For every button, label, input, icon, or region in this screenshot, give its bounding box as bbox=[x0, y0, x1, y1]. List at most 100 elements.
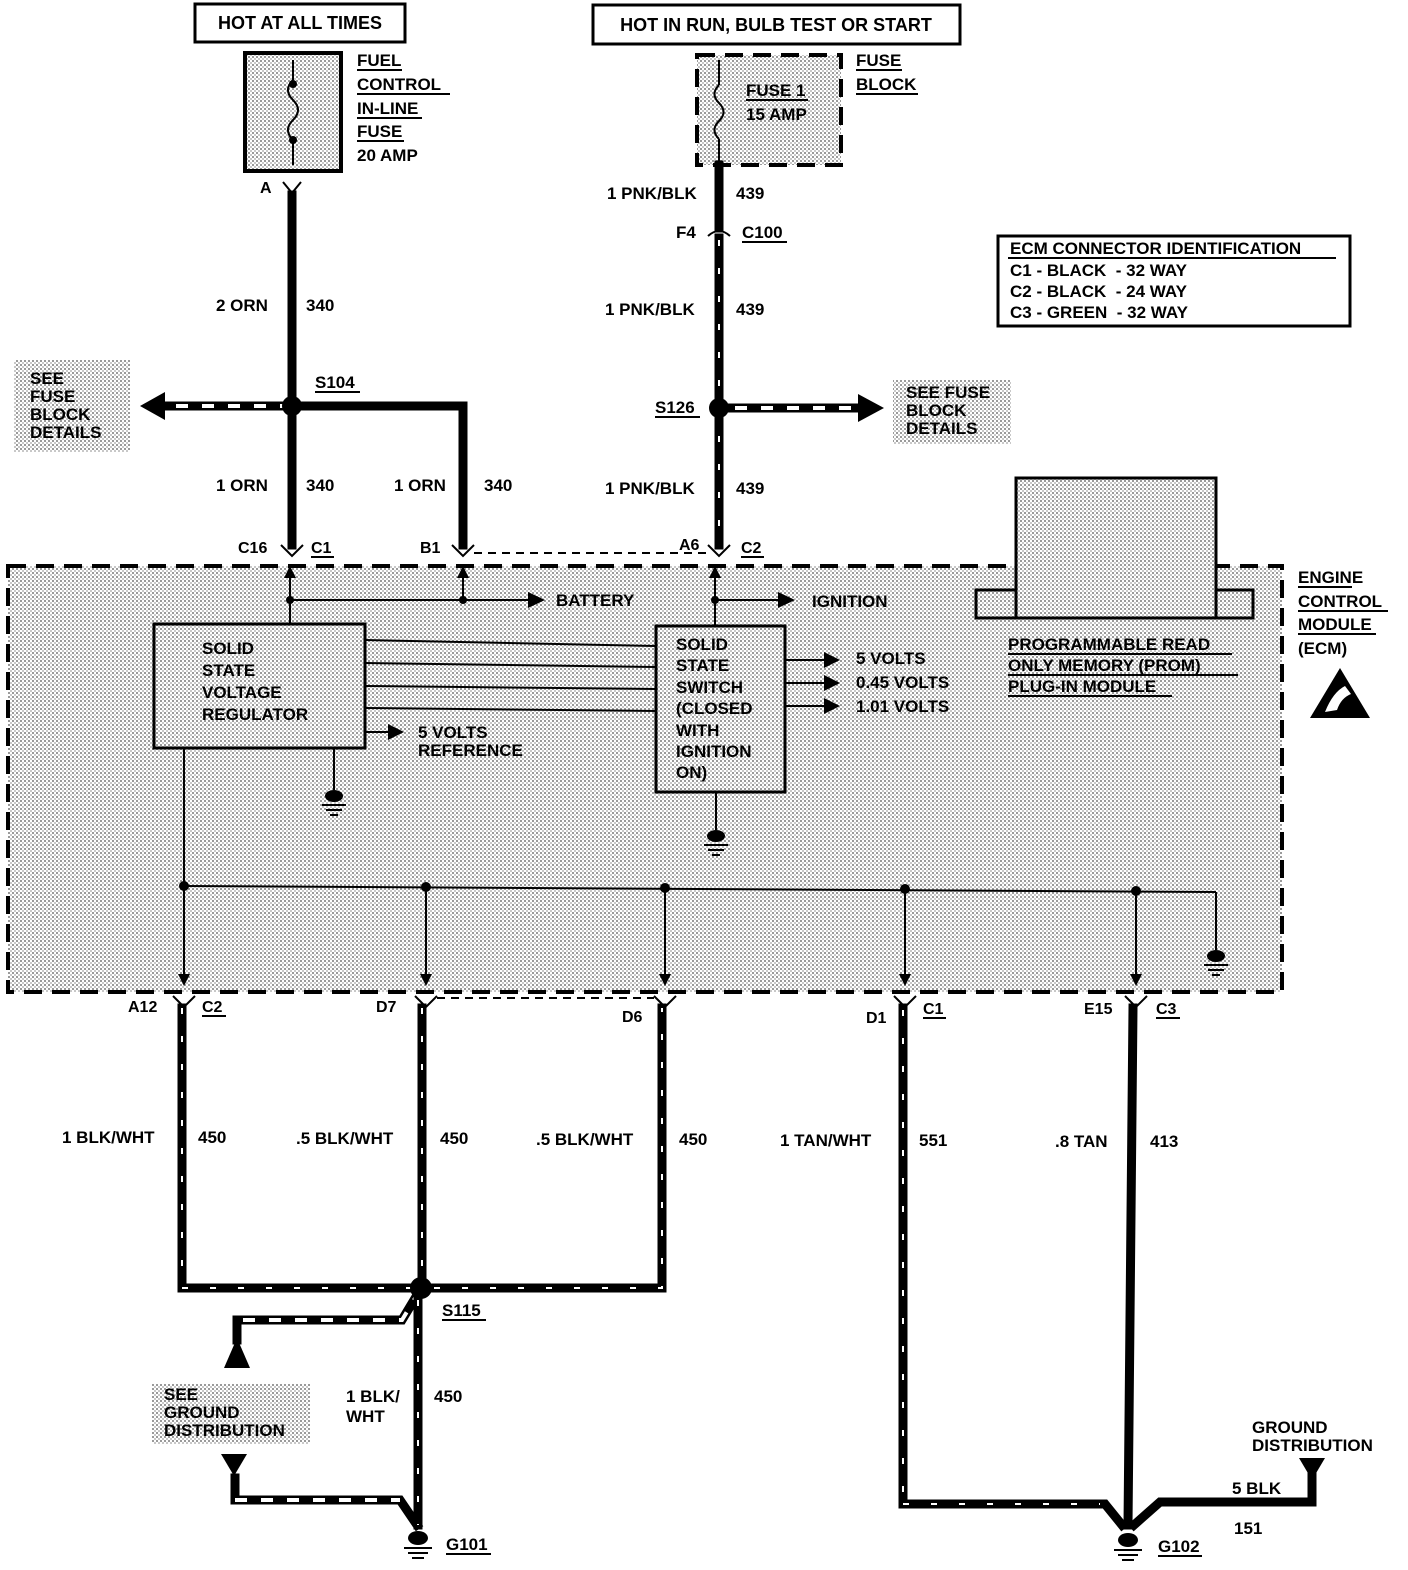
svg-text:STATE: STATE bbox=[202, 661, 255, 680]
wire-a12-circuit: 450 bbox=[198, 1128, 226, 1147]
solid-state-switch-label: SOLID STATE SWITCH (CLOSED WITH IGNITION… bbox=[676, 635, 753, 782]
see-ground-distribution-box bbox=[152, 1384, 310, 1444]
svg-text:BLOCK: BLOCK bbox=[906, 401, 967, 420]
pin-c2-top: C2 bbox=[741, 540, 762, 557]
connector-c100-pin: F4 bbox=[676, 223, 696, 242]
pin-e15: E15 bbox=[1084, 1001, 1113, 1018]
wire-pnk-1-circuit: 439 bbox=[736, 184, 764, 203]
battery-label: BATTERY bbox=[556, 591, 635, 610]
svg-text:FUSE: FUSE bbox=[357, 122, 402, 141]
svg-text:DISTRIBUTION: DISTRIBUTION bbox=[164, 1421, 285, 1440]
ref-5v-arrow-icon bbox=[388, 724, 404, 740]
wire-e15-size: .8 TAN bbox=[1055, 1132, 1108, 1151]
fuse-1-rating: 15 AMP bbox=[746, 105, 807, 124]
voltage-regulator-label: SOLID STATE VOLTAGE REGULATOR bbox=[202, 639, 308, 724]
wire-orn-b-size: 1 ORN bbox=[394, 476, 446, 495]
pin-c3: C3 bbox=[1156, 1001, 1177, 1018]
svg-text:PROGRAMMABLE READ: PROGRAMMABLE READ bbox=[1008, 635, 1210, 654]
ground-g101-label: G101 bbox=[446, 1535, 488, 1554]
wire-pnk-2-circuit: 439 bbox=[736, 300, 764, 319]
battery-arrow-icon bbox=[528, 592, 545, 608]
svg-text:20 AMP: 20 AMP bbox=[357, 146, 418, 165]
svg-text:FUEL: FUEL bbox=[357, 51, 401, 70]
arrow-left-icon bbox=[140, 392, 165, 420]
svg-text:SWITCH: SWITCH bbox=[676, 678, 743, 697]
ecm-connector-row-c2: C2 - BLACK - 24 WAY bbox=[1010, 282, 1188, 301]
pin-a6: A6 bbox=[679, 537, 700, 554]
svg-text:WITH: WITH bbox=[676, 721, 719, 740]
splice-s104-label: S104 bbox=[315, 373, 355, 392]
svg-text:SEE FUSE: SEE FUSE bbox=[906, 383, 990, 402]
splice-s126-dot bbox=[709, 398, 729, 418]
svg-text:(ECM): (ECM) bbox=[1298, 639, 1347, 658]
output-101v: 1.01 VOLTS bbox=[856, 697, 949, 716]
connector-c100-icon bbox=[707, 230, 731, 237]
pin-a12: A12 bbox=[128, 999, 157, 1016]
wire-a12-size: 1 BLK/WHT bbox=[62, 1128, 155, 1147]
see-ground-distribution-label: SEE GROUND DISTRIBUTION bbox=[164, 1385, 285, 1440]
splice-s126-label: S126 bbox=[655, 398, 695, 417]
svg-text:CONTROL: CONTROL bbox=[1298, 592, 1382, 611]
see-fuse-block-right-box bbox=[893, 380, 1011, 444]
ground-g102-label: G102 bbox=[1158, 1537, 1200, 1556]
wire-d1-circuit: 551 bbox=[919, 1131, 947, 1150]
wire-pnk-3-circuit: 439 bbox=[736, 479, 764, 498]
splice-s115-label: S115 bbox=[442, 1301, 481, 1320]
fuse-element-icon bbox=[287, 79, 299, 141]
ecm-internal-ground-icon bbox=[1204, 950, 1228, 976]
fuse-block-box bbox=[695, 53, 843, 167]
svg-text:(CLOSED: (CLOSED bbox=[676, 699, 753, 718]
svg-text:ON): ON) bbox=[676, 763, 707, 782]
svg-text:VOLTAGE: VOLTAGE bbox=[202, 683, 282, 702]
solid-state-switch-block bbox=[654, 624, 787, 794]
svg-text:BLOCK: BLOCK bbox=[30, 405, 91, 424]
ground-distribution-right-label: GROUND bbox=[1252, 1418, 1328, 1437]
wire-pnk-2-size: 1 PNK/BLK bbox=[605, 300, 695, 319]
ground-distribution-right-label-2: DISTRIBUTION bbox=[1252, 1436, 1373, 1455]
svg-text:PLUG-IN MODULE: PLUG-IN MODULE bbox=[1008, 677, 1156, 696]
wire-orn-a-circuit: 340 bbox=[306, 476, 334, 495]
g102-ground-icon bbox=[1114, 1533, 1142, 1561]
ref-5v-label-2: REFERENCE bbox=[418, 741, 523, 760]
pin-c1-top: C1 bbox=[311, 540, 332, 557]
wire-d1-tan-wht bbox=[898, 1003, 1129, 1532]
svg-text:STATE: STATE bbox=[676, 656, 729, 675]
svg-text:CONTROL: CONTROL bbox=[357, 75, 441, 94]
wire-d6-circuit: 450 bbox=[679, 1130, 707, 1149]
svg-text:ENGINE: ENGINE bbox=[1298, 568, 1363, 587]
connector-b1-icon bbox=[451, 544, 475, 558]
pin-d1: D1 bbox=[866, 1010, 887, 1027]
wire-g102-size: 5 BLK bbox=[1232, 1479, 1282, 1498]
see-fuse-block-right-label: SEE FUSE BLOCK DETAILS bbox=[906, 383, 990, 438]
wire-orn-a-size: 1 ORN bbox=[216, 476, 268, 495]
connector-a-icon bbox=[282, 181, 302, 195]
g101-ground-icon bbox=[404, 1531, 432, 1559]
fuse-1-label: FUSE 1 bbox=[746, 81, 806, 100]
pin-b1: B1 bbox=[420, 540, 441, 557]
svg-text:DETAILS: DETAILS bbox=[30, 423, 101, 442]
ignition-arrow-icon bbox=[778, 592, 795, 608]
regulator-ground-icon bbox=[322, 790, 346, 816]
wire-g101-circuit: 450 bbox=[434, 1387, 462, 1406]
connector-c100-label: C100 bbox=[742, 223, 783, 242]
fuse-block-title: FUSE bbox=[856, 51, 901, 70]
wire-d6-size: .5 BLK/WHT bbox=[536, 1130, 634, 1149]
pin-c16: C16 bbox=[238, 540, 267, 557]
prom-module bbox=[1014, 476, 1218, 620]
prom-label: PROGRAMMABLE READ ONLY MEMORY (PROM) PLU… bbox=[1008, 635, 1210, 696]
esd-warning-icon bbox=[1310, 668, 1370, 718]
arrow-right-icon bbox=[858, 394, 884, 422]
svg-text:ONLY MEMORY (PROM): ONLY MEMORY (PROM) bbox=[1008, 656, 1201, 675]
pin-d7: D7 bbox=[376, 999, 397, 1016]
fuse-1-element-icon bbox=[713, 84, 725, 140]
wire-d7-size: .5 BLK/WHT bbox=[296, 1129, 394, 1148]
ignition-label: IGNITION bbox=[812, 592, 888, 611]
ref-5v-label: 5 VOLTS bbox=[418, 723, 488, 742]
wire-d1-size: 1 TAN/WHT bbox=[780, 1131, 872, 1150]
ecm-connector-id-title: ECM CONNECTOR IDENTIFICATION bbox=[1010, 239, 1301, 258]
svg-text:DETAILS: DETAILS bbox=[906, 419, 977, 438]
ecm-module-box bbox=[6, 564, 1284, 994]
pin-c2-bottom: C2 bbox=[202, 999, 223, 1016]
voltage-regulator-block bbox=[152, 622, 367, 750]
